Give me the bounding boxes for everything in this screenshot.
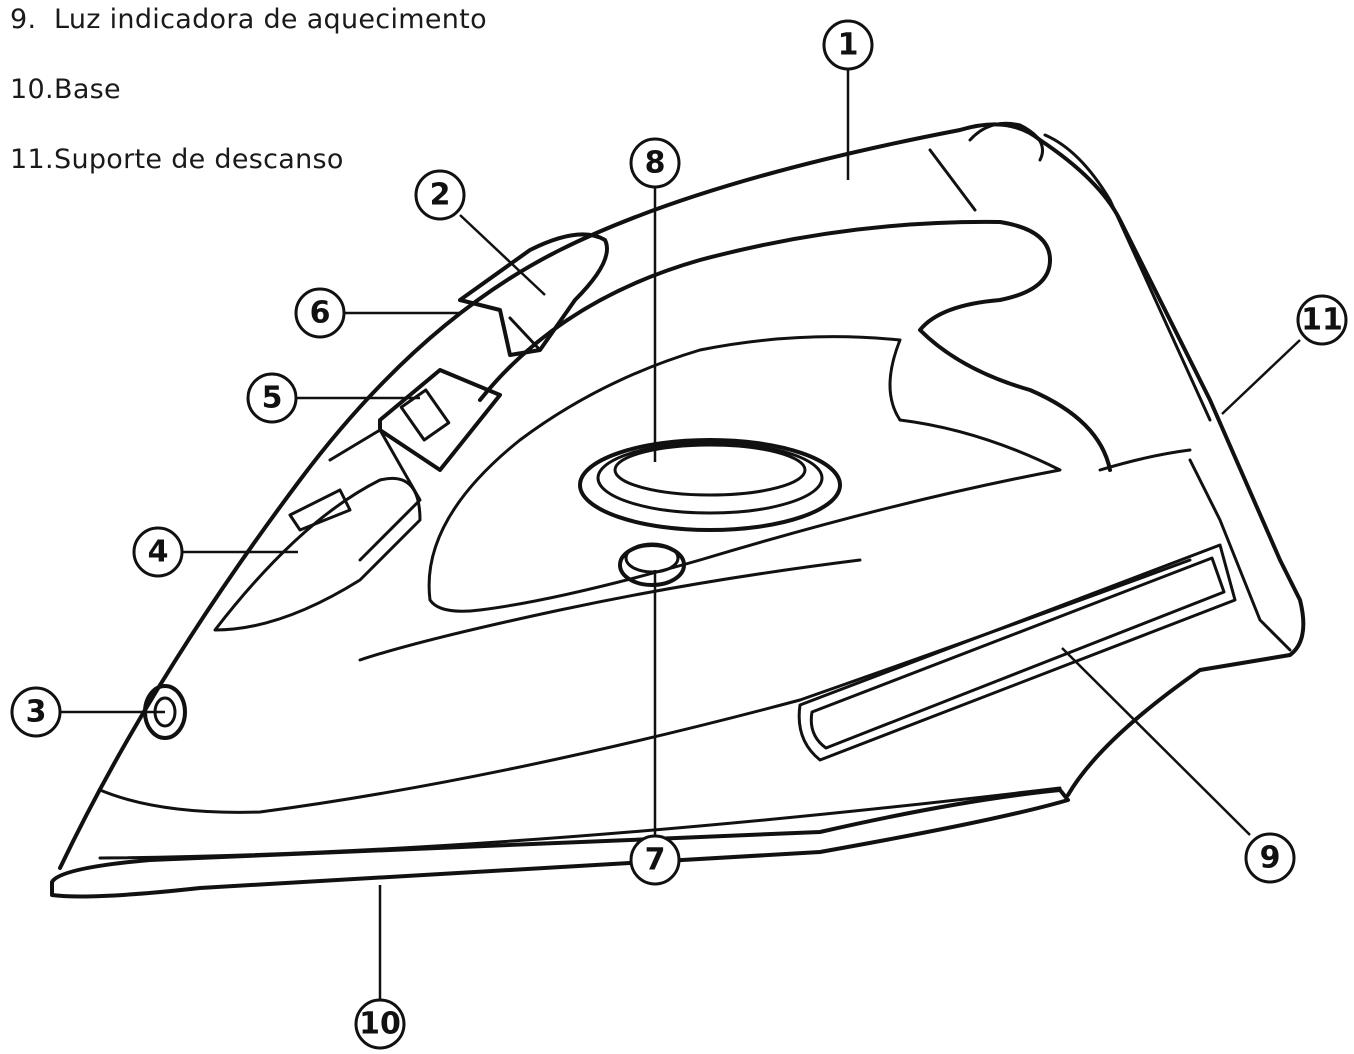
callout-3: 3 [10, 686, 62, 738]
leader-lines [60, 68, 1301, 1000]
legend-text: Luz indicadora de aquecimento [54, 4, 487, 35]
callout-number: 11 [1301, 303, 1343, 338]
steam-burst-button [378, 368, 502, 472]
callout-number: 9 [1260, 841, 1281, 876]
legend-text: Base [54, 74, 121, 105]
spray-button [458, 232, 609, 357]
callout-number: 4 [148, 535, 169, 570]
callout-number: 7 [645, 843, 666, 878]
callout-9: 9 [1244, 832, 1296, 884]
callout-10: 10 [354, 998, 406, 1050]
legend-item-11: 11.Suporte de descanso [10, 144, 344, 175]
callout-number: 8 [645, 146, 666, 181]
soleplate [50, 786, 1070, 899]
callout-number: 2 [430, 178, 451, 213]
self-clean-button [618, 542, 686, 587]
side-recess [358, 335, 1062, 662]
legend-number: 11. [10, 144, 54, 175]
legend-text: Suporte de descanso [54, 144, 344, 175]
callout-number: 6 [310, 296, 331, 331]
callout-number: 3 [26, 695, 47, 730]
heating-indicator-light [797, 543, 1237, 762]
legend-item-10: 10.Base [10, 74, 121, 105]
callout-7: 7 [629, 834, 681, 886]
callout-5: 5 [246, 372, 298, 424]
legend-number: 10. [10, 74, 54, 105]
callout-4: 4 [132, 526, 184, 578]
callout-2: 2 [414, 169, 466, 221]
iron-body [58, 122, 1306, 870]
legend-item-9: 9. Luz indicadora de aquecimento [10, 4, 487, 35]
callout-6: 6 [294, 287, 346, 339]
handle [478, 121, 1112, 472]
callout-11: 11 [1296, 294, 1348, 346]
callout-number: 10 [359, 1007, 401, 1042]
callout-number: 1 [838, 28, 859, 63]
callout-number: 5 [262, 381, 283, 416]
steam-control-slider [288, 428, 422, 562]
callout-8: 8 [629, 137, 681, 189]
legend-number: 9. [10, 4, 37, 35]
temperature-dial [578, 438, 842, 532]
callout-1: 1 [822, 19, 874, 71]
